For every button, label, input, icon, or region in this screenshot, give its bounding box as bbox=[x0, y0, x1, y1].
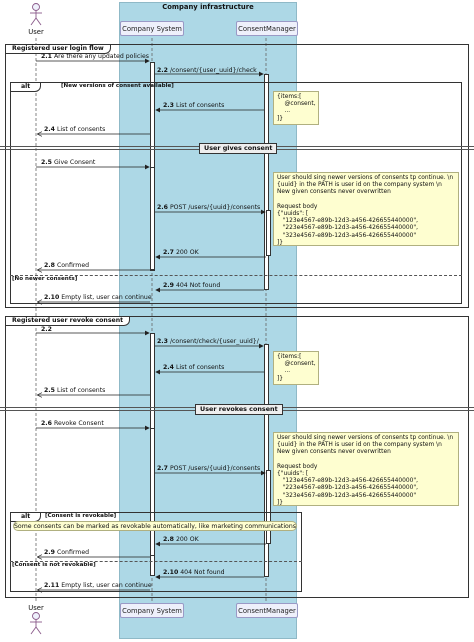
message-label: 2.6 Revoke Consent bbox=[41, 420, 104, 427]
message-label: 2.10 Empty list, user can continue bbox=[44, 294, 152, 301]
user-label-top: User bbox=[28, 28, 44, 36]
login-flow-group: Registered user login flow bbox=[5, 44, 469, 308]
message-label: 2.9 Confirmed bbox=[44, 549, 90, 556]
company-activation bbox=[150, 62, 155, 271]
divider-label: User gives consent bbox=[199, 143, 278, 154]
message-label: 2.1 Are there any updated policies bbox=[41, 53, 150, 60]
message-label: 2.8 200 OK bbox=[163, 536, 199, 543]
message-label: 2.3 /consent/check/{user_uuid}/ bbox=[157, 338, 259, 345]
alt-guard-else: [Consent is not revokable] bbox=[12, 562, 96, 568]
message-label: 2.5 List of consents bbox=[44, 387, 106, 394]
alt-guard-else: [No newer consents] bbox=[12, 276, 78, 282]
message-label: 2.6 POST /users/{uuid}/consents bbox=[157, 204, 261, 211]
note: User should sing newer versions of conse… bbox=[273, 172, 459, 246]
message-label: 2.7 POST /users/{uuid}/consents bbox=[157, 465, 261, 472]
message-label: 2.4 List of consents bbox=[44, 126, 106, 133]
consent-manager-box-top: ConsentManager bbox=[236, 21, 298, 36]
message-label: 2.5 Give Consent bbox=[41, 159, 96, 166]
message-label: 2.11 Empty list, user can continue bbox=[44, 582, 152, 589]
revoke-flow-group: Registered user revoke consent bbox=[5, 316, 469, 598]
boundary-title: Company infrastructure bbox=[162, 3, 254, 11]
message-label: 2.10 404 Not found bbox=[163, 569, 225, 576]
user-actor-bottom-icon bbox=[30, 612, 42, 635]
company-system-box-top: Company System bbox=[120, 21, 184, 36]
revoke-flow-title: Registered user revoke consent bbox=[5, 316, 131, 326]
alt-fragment: alt [New versions of consent available] bbox=[10, 82, 462, 304]
alt-separator bbox=[10, 275, 462, 276]
consent-activation bbox=[264, 74, 269, 290]
message-label: 2.3 List of consents bbox=[163, 102, 225, 109]
note: User should sing newer versions of conse… bbox=[273, 432, 459, 506]
company-activation bbox=[150, 167, 155, 270]
consent-activation bbox=[266, 210, 271, 256]
company-system-box-bottom: Company System bbox=[120, 603, 184, 618]
consent-activation bbox=[266, 470, 271, 544]
alt-guard: [Consent is revokable] bbox=[45, 513, 117, 519]
note: {items:[ @consent, ... ]} bbox=[273, 351, 319, 385]
consent-activation bbox=[264, 344, 269, 577]
message-label: 2.8 Confirmed bbox=[44, 262, 90, 269]
message-label: 2.2 bbox=[41, 326, 52, 333]
message-label: 2.7 200 OK bbox=[163, 249, 199, 256]
note: {items:[ @consent, ... ]} bbox=[273, 91, 319, 125]
message-label: 2.4 List of consents bbox=[163, 364, 225, 371]
hexagon-note: Some consents can be marked as revokable… bbox=[13, 521, 297, 531]
alt-separator bbox=[10, 561, 302, 562]
user-label-bottom: User bbox=[28, 604, 44, 612]
login-flow-title: Registered user login flow bbox=[5, 44, 111, 54]
message-label: 2.9 404 Not found bbox=[163, 282, 221, 289]
company-activation bbox=[150, 428, 155, 556]
consent-manager-box-bottom: ConsentManager bbox=[236, 603, 298, 618]
user-actor-icon bbox=[30, 3, 42, 26]
alt-label: alt bbox=[10, 82, 42, 92]
message-label: 2.2 /consent/{user_uuid}/check bbox=[157, 67, 257, 74]
divider-label: User revokes consent bbox=[195, 404, 283, 415]
alt-guard: [New versions of consent available] bbox=[61, 83, 174, 89]
